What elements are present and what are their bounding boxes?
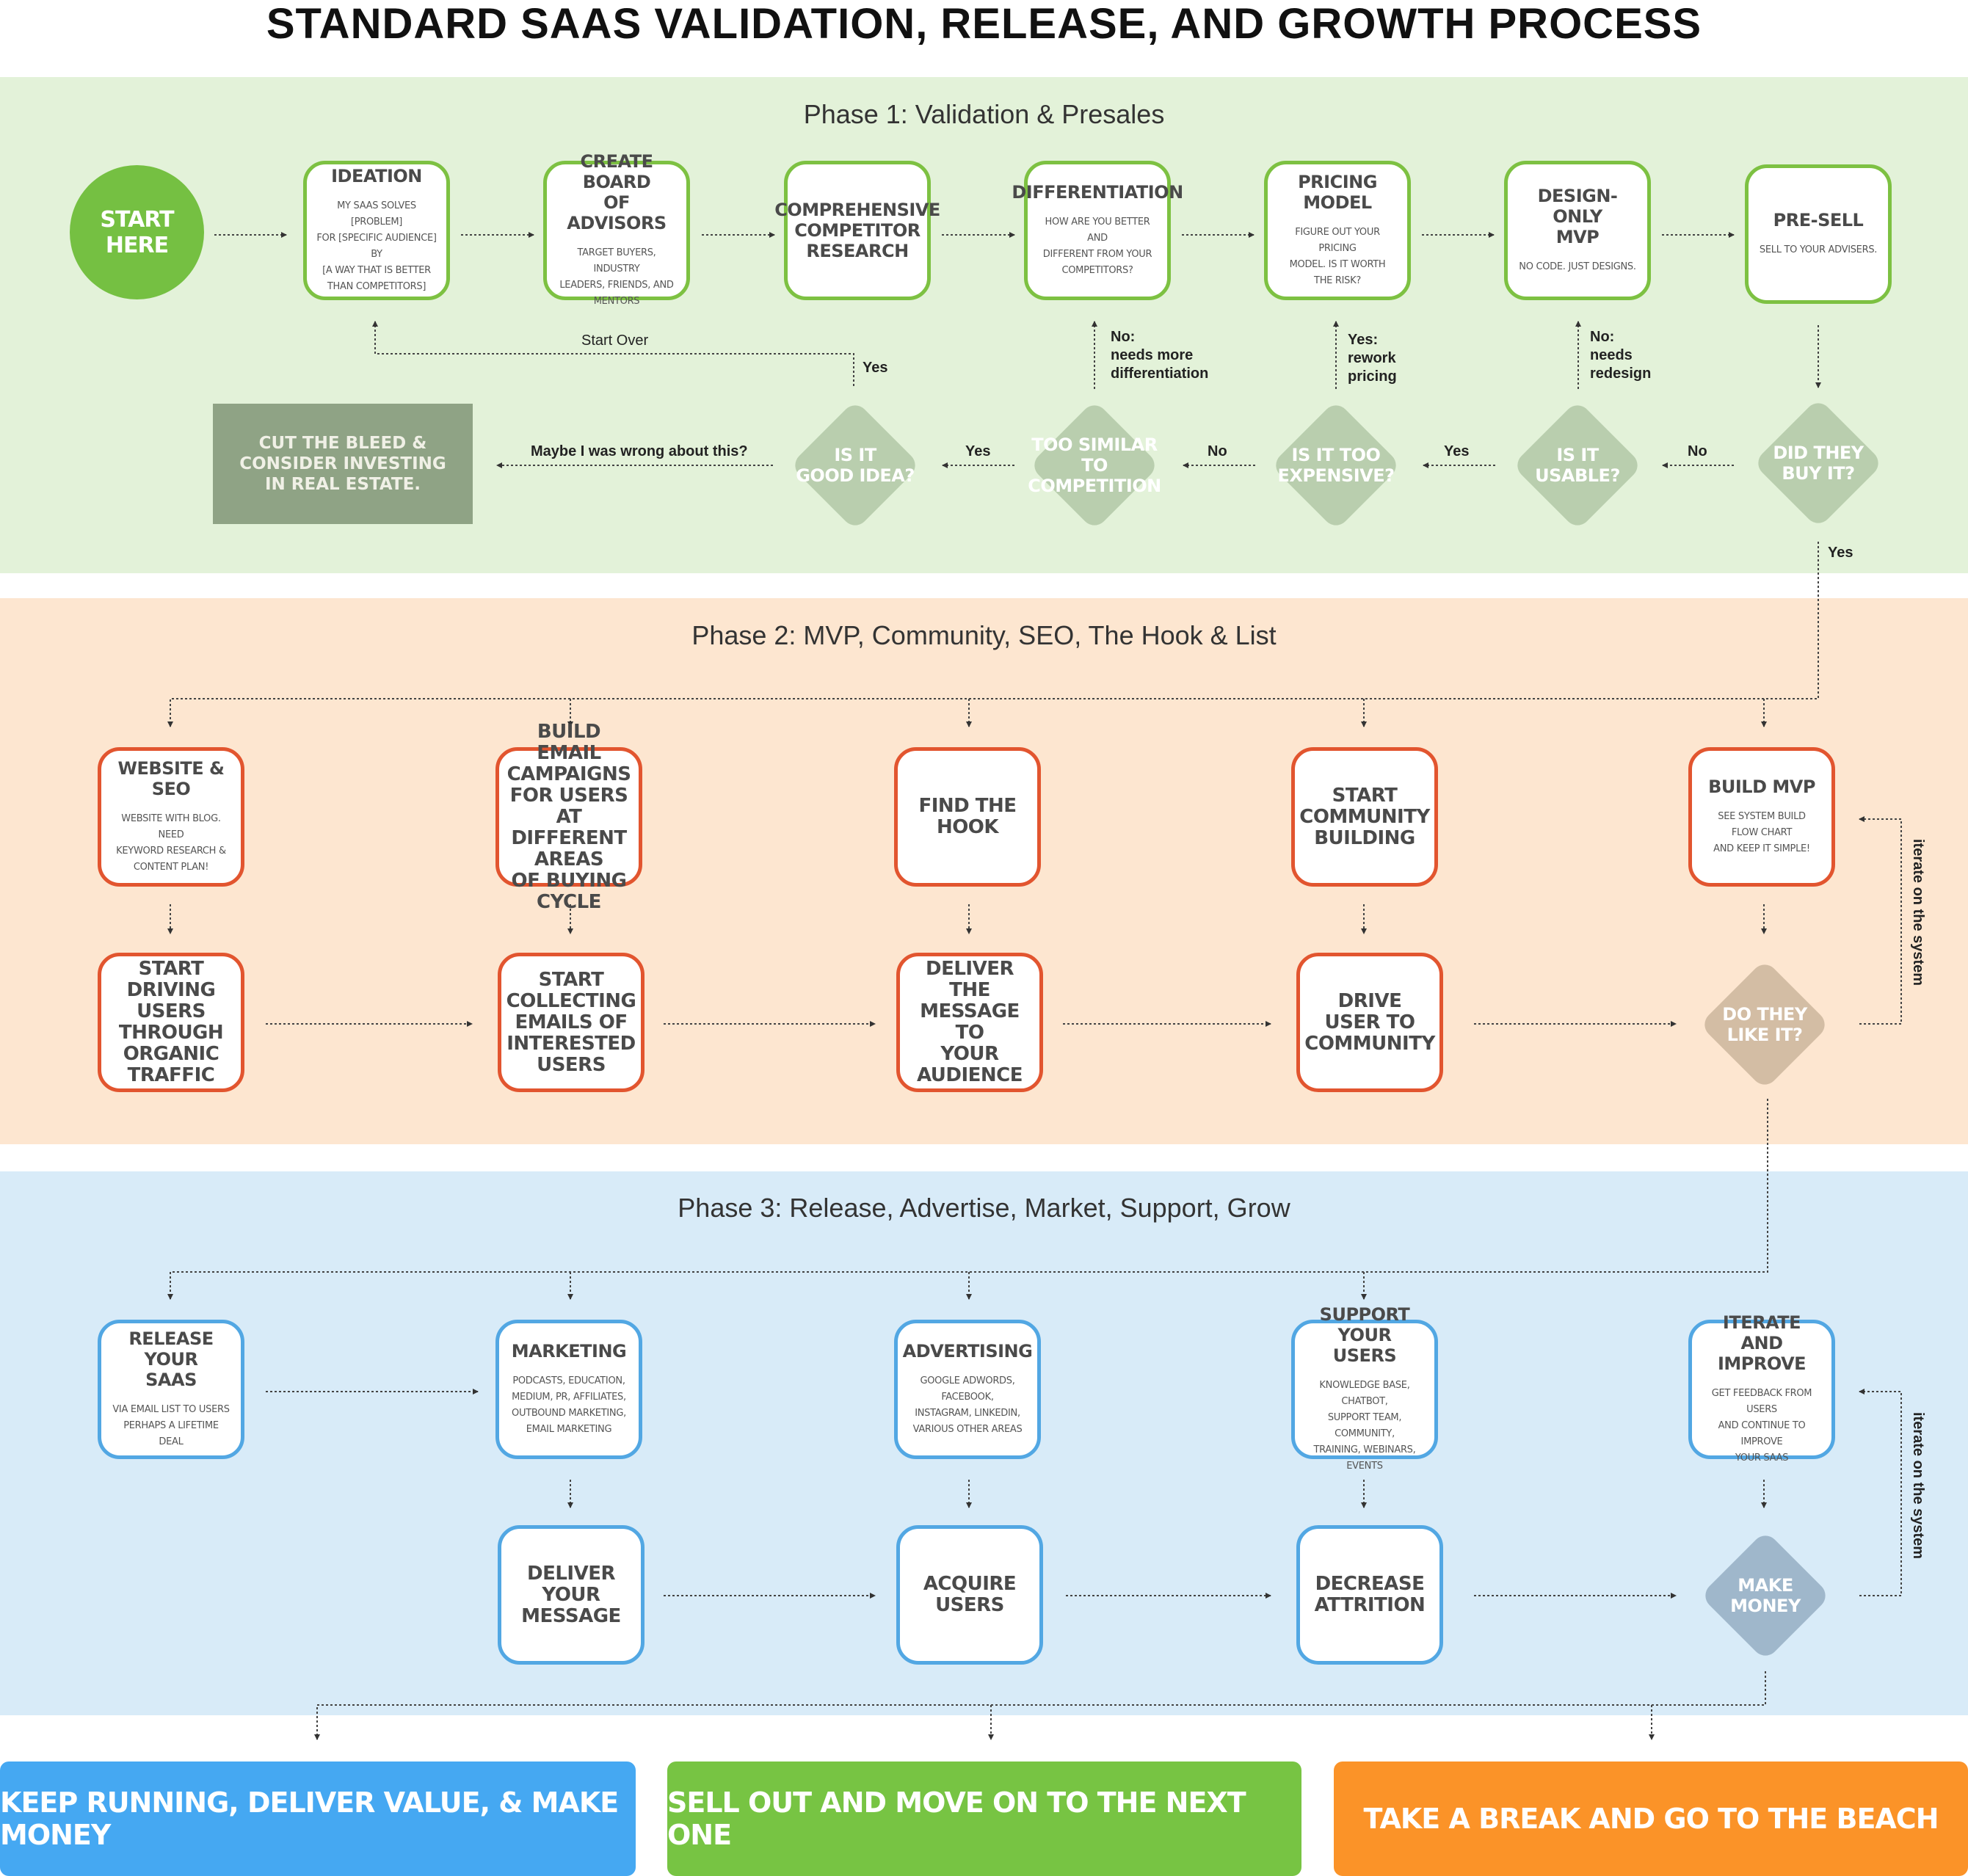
start-here-node: START HERE	[70, 165, 204, 299]
marketing-box: MARKETING PODCASTS, EDUCATION, MEDIUM, P…	[495, 1320, 642, 1459]
release-title: RELEASE YOUR SAAS	[128, 1328, 214, 1390]
pre-sell-box: PRE-SELL SELL TO YOUR ADVISERS.	[1745, 164, 1892, 304]
ideation-desc: MY SAAS SOLVES [PROBLEM] FOR [SPECIFIC A…	[316, 200, 437, 292]
advertising-title: ADVERTISING	[902, 1341, 1033, 1361]
board-of-advisors-box: CREATE BOARD OF ADVISORS TARGET BUYERS, …	[543, 151, 690, 307]
marketing-title: MARKETING	[511, 1341, 627, 1361]
outcome-sell-out: SELL OUT AND MOVE ON TO THE NEXT ONE	[667, 1762, 1301, 1876]
differentiation-box: DIFFERENTIATION HOW ARE YOU BETTER AND D…	[1012, 161, 1183, 300]
design-only-mvp-box: DESIGN-ONLY MVP NO CODE. JUST DESIGNS.	[1504, 161, 1651, 300]
differentiation-desc: HOW ARE YOU BETTER AND DIFFERENT FROM YO…	[1042, 217, 1152, 276]
presell-desc: SELL TO YOUR ADVISERS.	[1759, 244, 1878, 255]
decision-too-expensive: IS IT TOO EXPENSIVE?	[1270, 399, 1402, 531]
email-campaigns-box: BUILD EMAIL CAMPAIGNS FOR USERS AT DIFFE…	[495, 721, 642, 912]
decision-too-similar: TOO SIMILAR TO COMPETITION	[1028, 399, 1161, 531]
support-title: SUPPORT YOUR USERS	[1319, 1304, 1410, 1366]
attrition-title: DECREASE ATTRITION	[1314, 1573, 1426, 1616]
label-needs-differentiation: No: needs more differentiation	[1111, 329, 1209, 382]
design-mvp-title: DESIGN-ONLY MVP	[1537, 186, 1618, 247]
ideation-title: IDEATION	[331, 166, 422, 186]
decision-did-they-buy: DID THEY BUY IT?	[1752, 397, 1884, 529]
iterate-label-phase3: iterate on the system	[1910, 1412, 1926, 1560]
community-title: START COMMUNITY BUILDING	[1299, 784, 1430, 849]
website-seo-box: WEBSITE & SEO WEBSITE WITH BLOG. NEED KE…	[98, 747, 244, 887]
driving-traffic-box: START DRIVING USERS THROUGH ORGANIC TRAF…	[98, 953, 244, 1092]
outcome-take-break: TAKE A BREAK AND GO TO THE BEACH	[1334, 1762, 1968, 1876]
label-yes-good-idea: Yes	[863, 360, 888, 376]
build-mvp-box: BUILD MVP SEE SYSTEM BUILD FLOW CHART AN…	[1688, 747, 1835, 887]
build-mvp-desc: SEE SYSTEM BUILD FLOW CHART AND KEEP IT …	[1713, 811, 1810, 854]
collect-emails-box: START COLLECTING EMAILS OF INTERESTED US…	[498, 953, 644, 1092]
pricing-model-box: PRICING MODEL FIGURE OUT YOUR PRICING MO…	[1264, 161, 1411, 300]
decision-like-label: DO THEY LIKE IT?	[1722, 1004, 1807, 1045]
page-title: STANDARD SAAS VALIDATION, RELEASE, AND G…	[266, 0, 1702, 48]
iterate-improve-box: ITERATE AND IMPROVE GET FEEDBACK FROM US…	[1688, 1312, 1835, 1464]
drive-to-community-box: DRIVE USER TO COMMUNITY	[1296, 953, 1443, 1092]
acquire-users-box: ACQUIRE USERS	[896, 1525, 1043, 1665]
find-hook-title: FIND THE HOOK	[918, 795, 1017, 838]
website-seo-title: WEBSITE & SEO	[117, 758, 225, 799]
collect-emails-title: START COLLECTING EMAILS OF INTERESTED US…	[506, 968, 636, 1076]
deliver-your-message-box: DELIVER YOUR MESSAGE	[498, 1525, 644, 1665]
website-seo-desc: WEBSITE WITH BLOG. NEED KEYWORD RESEARCH…	[116, 813, 226, 873]
find-the-hook-box: FIND THE HOOK	[894, 747, 1041, 887]
label-yes-too-expensive: Yes	[1444, 443, 1470, 459]
board-desc: TARGET BUYERS, INDUSTRY LEADERS, FRIENDS…	[559, 247, 674, 307]
phase-1-title: Phase 1: Validation & Presales	[803, 99, 1165, 129]
pricing-desc: FIGURE OUT YOUR PRICING MODEL. IS IT WOR…	[1289, 227, 1386, 286]
label-needs-redesign: No: needs redesign	[1590, 329, 1652, 382]
label-rework-pricing: Yes: rework pricing	[1348, 332, 1397, 385]
support-users-box: SUPPORT YOUR USERS KNOWLEDGE BASE, CHATB…	[1291, 1304, 1438, 1472]
decision-usable: IS IT USABLE?	[1511, 399, 1644, 531]
pricing-title: PRICING MODEL	[1298, 172, 1377, 213]
decision-like-it: DO THEY LIKE IT?	[1699, 959, 1831, 1091]
board-title: CREATE BOARD OF ADVISORS	[567, 151, 667, 233]
phase-2-title: Phase 2: MVP, Community, SEO, The Hook &…	[691, 620, 1277, 650]
decision-usable-label: IS IT USABLE?	[1535, 445, 1620, 486]
release-desc: VIA EMAIL LIST TO USERS PERHAPS A LIFETI…	[112, 1404, 230, 1447]
decision-good-idea: IS IT GOOD IDEA?	[789, 399, 921, 531]
decision-make-money: MAKE MONEY	[1699, 1530, 1831, 1662]
cut-the-bleed-box: CUT THE BLEED & CONSIDER INVESTING IN RE…	[213, 404, 473, 524]
deliver-message-title: DELIVER THE MESSAGE TO YOUR AUDIENCE	[916, 958, 1023, 1086]
deliver-title: DELIVER YOUR MESSAGE	[521, 1562, 621, 1627]
community-building-box: START COMMUNITY BUILDING	[1291, 747, 1438, 887]
iterate-title: ITERATE AND IMPROVE	[1717, 1312, 1807, 1374]
phase-3-title: Phase 3: Release, Advertise, Market, Sup…	[678, 1193, 1290, 1223]
label-yes-buy: Yes	[1828, 545, 1853, 561]
label-no-buy: No	[1688, 443, 1707, 459]
competitor-title: COMPREHENSIVE COMPETITOR RESEARCH	[774, 200, 940, 261]
driving-traffic-title: START DRIVING USERS THROUGH ORGANIC TRAF…	[118, 958, 224, 1086]
decision-too-similar-label: TOO SIMILAR TO COMPETITION	[1028, 435, 1161, 496]
decrease-attrition-box: DECREASE ATTRITION	[1296, 1525, 1443, 1665]
label-start-over: Start Over	[581, 332, 649, 349]
iterate-label-phase2: iterate on the system	[1910, 839, 1926, 986]
email-campaigns-title: BUILD EMAIL CAMPAIGNS FOR USERS AT DIFFE…	[506, 720, 631, 913]
competitor-research-box: COMPREHENSIVE COMPETITOR RESEARCH	[774, 161, 940, 300]
label-no-too-similar: No	[1208, 443, 1227, 459]
release-saas-box: RELEASE YOUR SAAS VIA EMAIL LIST TO USER…	[98, 1320, 244, 1459]
presell-title: PRE-SELL	[1773, 210, 1864, 230]
design-mvp-desc: NO CODE. JUST DESIGNS.	[1519, 261, 1636, 272]
label-maybe-wrong: Maybe I was wrong about this?	[531, 443, 748, 459]
marketing-desc: PODCASTS, EDUCATION, MEDIUM, PR, AFFILIA…	[512, 1375, 626, 1435]
build-mvp-title: BUILD MVP	[1708, 777, 1815, 797]
acquire-title: ACQUIRE USERS	[923, 1573, 1017, 1616]
advertising-box: ADVERTISING GOOGLE ADWORDS, FACEBOOK, IN…	[894, 1320, 1041, 1459]
ideation-box: IDEATION MY SAAS SOLVES [PROBLEM] FOR [S…	[303, 161, 450, 300]
deliver-message-box: DELIVER THE MESSAGE TO YOUR AUDIENCE	[896, 953, 1043, 1092]
differentiation-title: DIFFERENTIATION	[1012, 182, 1183, 203]
outcome-keep-running: KEEP RUNNING, DELIVER VALUE, & MAKE MONE…	[0, 1762, 636, 1876]
decision-too-expensive-label: IS IT TOO EXPENSIVE?	[1277, 445, 1395, 486]
drive-community-title: DRIVE USER TO COMMUNITY	[1304, 989, 1435, 1055]
advertising-desc: GOOGLE ADWORDS, FACEBOOK, INSTAGRAM, LIN…	[912, 1375, 1023, 1435]
label-yes-too-similar: Yes	[965, 443, 991, 459]
support-desc: KNOWLEDGE BASE, CHATBOT, SUPPORT TEAM, C…	[1313, 1380, 1416, 1472]
decision-good-idea-label: IS IT GOOD IDEA?	[796, 445, 915, 486]
decision-money-label: MAKE MONEY	[1730, 1575, 1801, 1616]
decision-buy-label: DID THEY BUY IT?	[1773, 443, 1864, 484]
iterate-desc: GET FEEDBACK FROM USERS AND CONTINUE TO …	[1711, 1388, 1812, 1464]
